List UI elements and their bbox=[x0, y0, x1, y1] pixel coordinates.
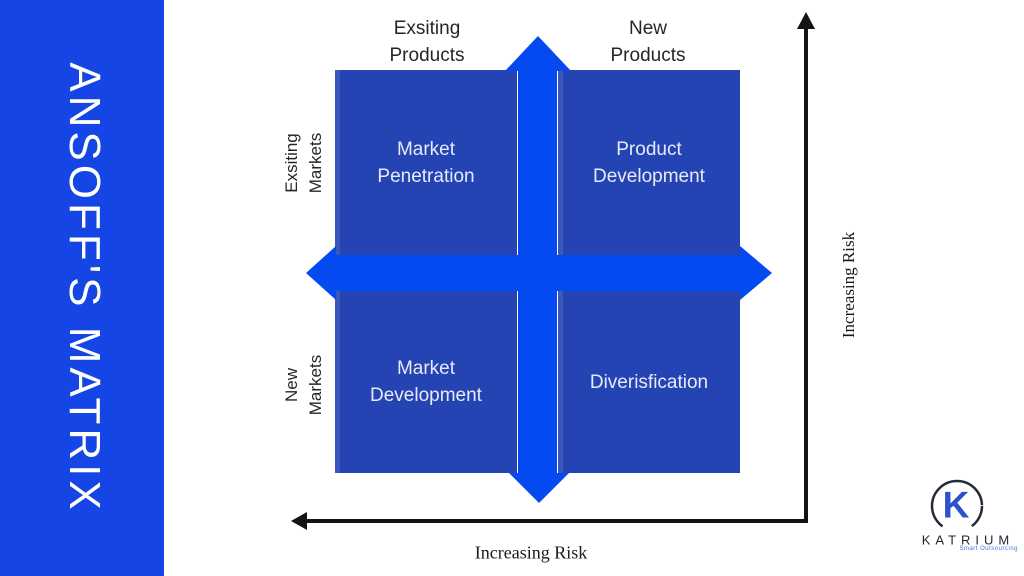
axis-arrowhead-up bbox=[797, 12, 815, 29]
axis-arrowhead-left bbox=[291, 512, 307, 530]
quadrant-market-development: Market Development bbox=[335, 291, 517, 473]
column-label-existing-products: Exsiting Products bbox=[389, 18, 465, 66]
row-label-new-markets: New Markets bbox=[282, 354, 325, 416]
quadrant-product-development: Product Development bbox=[558, 70, 740, 255]
increasing-risk-label-bottom: Increasing Risk bbox=[474, 542, 588, 563]
increasing-risk-label-right: Increasing Risk bbox=[839, 231, 858, 339]
title-sidebar: ANSOFF'S MATRIX bbox=[0, 0, 164, 576]
logo-tagline: Smart Outsourcing bbox=[959, 546, 1018, 552]
quadrant-market-penetration: Market Penetration bbox=[335, 70, 517, 255]
row-label-existing-markets: Exsiting Markets bbox=[282, 132, 325, 194]
quadrant-label: Market Development bbox=[370, 358, 482, 406]
quadrant-label: Market Penetration bbox=[377, 138, 475, 187]
quadrant-diverisfication: Diverisfication bbox=[558, 291, 740, 473]
logo-name: KATRIUM bbox=[921, 532, 1015, 548]
page-title: ANSOFF'S MATRIX bbox=[60, 62, 109, 514]
column-label-new-products: New Products bbox=[610, 18, 686, 66]
logo-monogram: K bbox=[942, 484, 970, 526]
quadrant-label: Diverisfication bbox=[589, 371, 709, 393]
quadrant-label: Product Development bbox=[593, 138, 705, 187]
